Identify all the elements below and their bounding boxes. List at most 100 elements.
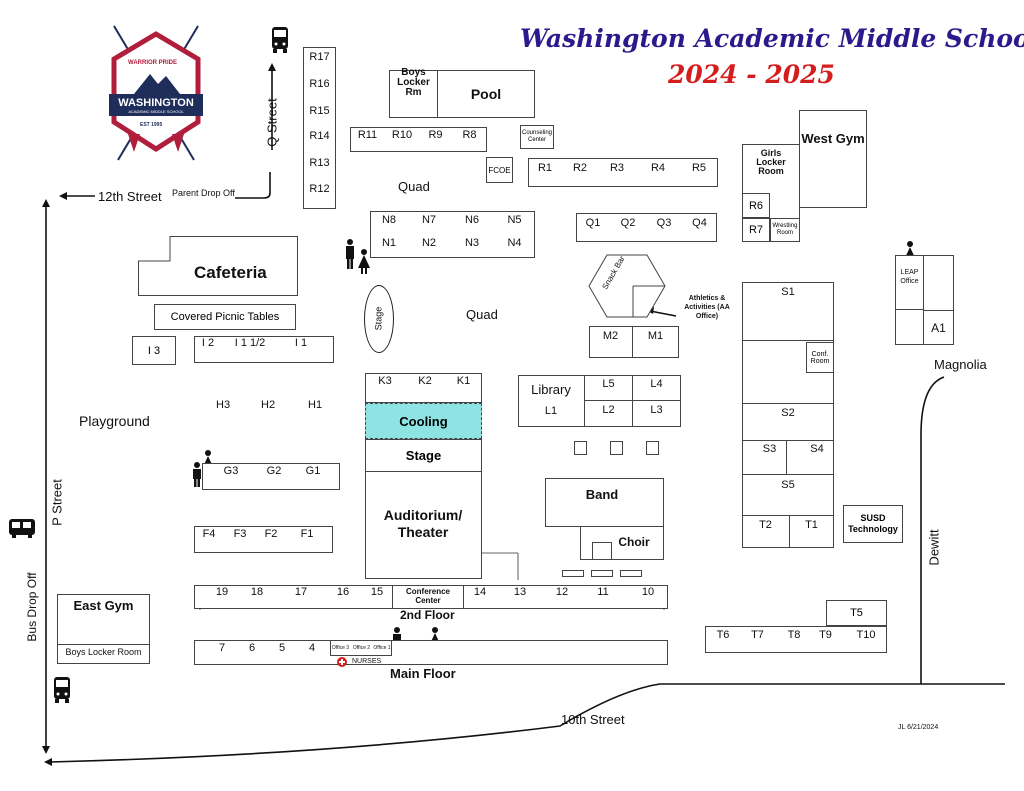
room-11: 11: [597, 585, 609, 598]
room-q3: Q3: [656, 216, 672, 229]
room-r12: R12: [309, 182, 330, 195]
bus-icon: [52, 676, 72, 709]
fcoe: FCOE: [486, 157, 513, 183]
room-5: 5: [278, 641, 286, 654]
arrow-head-10th: [44, 758, 52, 766]
office-3: Office 3: [331, 645, 350, 651]
p-street-label: P Street: [49, 479, 65, 526]
room-m1: M1: [647, 329, 664, 342]
athletics-office: Athletics & Activities (AA Office): [684, 294, 730, 320]
bus-icon: [8, 517, 36, 544]
parent-drop-off-label: Parent Drop Off: [172, 188, 235, 198]
room-k2: K2: [418, 374, 432, 387]
room-r9: R9: [428, 128, 443, 141]
fcoe-label: FCOE: [488, 165, 511, 175]
s3-s4-row: [742, 440, 834, 475]
logo-est: EST 1995: [140, 122, 163, 128]
conference-center: [392, 585, 464, 609]
cooling-label: Cooling: [399, 413, 448, 429]
room-t10: T10: [856, 628, 876, 641]
stage: Stage: [365, 439, 482, 472]
i-row: [194, 336, 334, 363]
office-block: [330, 640, 392, 656]
logo-name: WASHINGTON: [118, 97, 194, 109]
room-19: 19: [215, 585, 229, 598]
magnolia-label: Magnolia: [934, 357, 987, 372]
girls-locker-room-label: Girls Locker Room: [756, 147, 786, 176]
room-r11: R11: [357, 128, 378, 141]
logo-subtitle: ACADEMIC MIDDLE SCHOOL: [128, 109, 184, 114]
s-block: [742, 282, 834, 548]
room-16: 16: [336, 585, 350, 598]
a1-divider: [923, 310, 954, 345]
room-t9: T9: [819, 628, 832, 641]
r-column: [303, 47, 336, 209]
library-label: Library: [531, 381, 571, 397]
room-s3: S3: [762, 442, 777, 455]
cafeteria: [138, 236, 300, 303]
office-1: Office 1: [373, 645, 391, 651]
s1-divider: [742, 340, 834, 341]
conf-room: Conf. Room: [806, 342, 834, 373]
f-row: [194, 526, 333, 553]
east-gym-label: East Gym: [73, 597, 134, 613]
stage-oval: [364, 285, 394, 353]
room-12: 12: [555, 585, 569, 598]
room-r6-label: R6: [748, 199, 764, 212]
room-t6: T6: [716, 628, 730, 641]
room-f4: F4: [202, 527, 216, 540]
room-q2: Q2: [620, 216, 636, 229]
room-a1: A1: [931, 321, 946, 335]
arrow-head-p-bottom: [42, 746, 50, 754]
k-row: [365, 373, 482, 403]
small-square: [574, 441, 587, 455]
room-l2: L2: [602, 403, 615, 416]
wrestling-room: Wrestling Room: [770, 218, 800, 242]
room-r5: R5: [691, 161, 707, 174]
room-r13: R13: [309, 156, 330, 169]
school-logo: WARRIOR PRIDE WASHINGTON ACADEMIC MIDDLE…: [106, 22, 206, 172]
room-r7: R7: [742, 218, 770, 242]
s2-divider: [742, 403, 834, 404]
credit-text: JL 6/21/2024: [898, 724, 939, 731]
room-t8: T8: [787, 628, 801, 641]
logo-top-text: WARRIOR PRIDE: [128, 60, 178, 66]
quad-mid-label: Quad: [466, 307, 498, 322]
bus-drop-off-label: Bus Drop Off: [25, 572, 39, 642]
library-divider: [584, 375, 585, 427]
g-row: [202, 463, 340, 490]
cafeteria-label: Cafeteria: [194, 263, 267, 282]
room-i1-half: I 1 1/2: [234, 336, 266, 349]
room-r6: R6: [742, 193, 770, 218]
room-k3: K3: [378, 374, 392, 387]
second-floor-label: 2nd Floor: [400, 608, 455, 622]
school-title: Washington Academic Middle School: [520, 24, 1024, 53]
main-floor-row: [194, 640, 668, 665]
m-row: [589, 326, 679, 358]
room-18: 18: [250, 585, 264, 598]
room-s1: S1: [781, 285, 795, 298]
room-17: 17: [294, 585, 308, 598]
cooling: Cooling: [365, 403, 482, 439]
conference-center-label: Conference Center: [405, 587, 450, 605]
room-15: 15: [370, 585, 384, 598]
playground-label: Playground: [79, 413, 150, 429]
room-r2: R2: [572, 161, 588, 174]
q-row: [576, 213, 717, 242]
room-i2: I 2: [201, 336, 215, 349]
room-s2: S2: [781, 406, 795, 419]
library-block: [518, 375, 681, 427]
counseling-center: Counseling Center: [520, 125, 554, 149]
choir-notch: [592, 542, 612, 560]
choir-label: Choir: [618, 535, 650, 549]
leap-office-label: LEAP Office: [900, 269, 919, 285]
m-divider: [632, 326, 633, 358]
dewitt-line: [920, 376, 945, 684]
room-g2: G2: [266, 464, 282, 477]
west-gym: [799, 110, 867, 208]
pool: Pool: [437, 70, 535, 118]
q-street-label: Q Street: [264, 98, 280, 147]
snack-bar: [587, 253, 667, 324]
susd-technology-label: SUSD Technology: [848, 513, 898, 534]
room-n3: N3: [464, 236, 480, 249]
